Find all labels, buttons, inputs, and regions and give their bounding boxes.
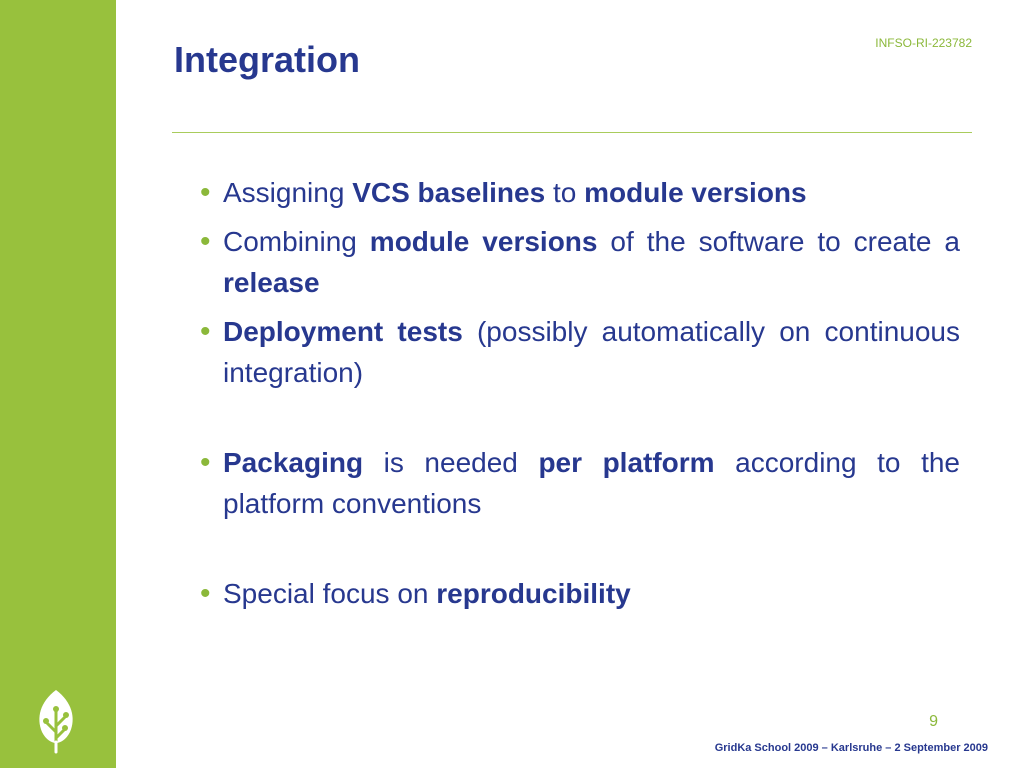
bullet-text: (possibly automatically on continuous in… [223, 316, 960, 388]
bullet-list: • Assigning VCS baselines to module versi… [200, 172, 960, 622]
page-number: 9 [929, 713, 938, 730]
sidebar [0, 0, 116, 768]
slide-title: Integration [174, 39, 360, 80]
bullet-emphasis: VCS baselines [352, 177, 546, 208]
bullet-text: of the software to create a [597, 226, 960, 257]
bullet-emphasis: Deployment tests [223, 316, 463, 347]
bullet-item: • Deployment tests (possibly automaticall… [200, 311, 960, 393]
title-divider [172, 132, 972, 133]
bullet-item: • Special focus on reproducibility [200, 573, 960, 614]
bullet-dot-icon: • [200, 315, 211, 348]
bullet-text: Combining [223, 226, 370, 257]
bullet-emphasis: module versions [584, 177, 807, 208]
bullet-emphasis: Packaging [223, 447, 364, 478]
footer-text: GridKa School 2009 – Karlsruhe – 2 Septe… [714, 742, 988, 754]
bullet-emphasis: module versions [369, 226, 598, 257]
bullet-dot-icon: • [200, 225, 211, 258]
bullet-dot-icon: • [200, 446, 211, 479]
bullet-text: Assigning [223, 177, 353, 208]
bullet-emphasis: release [223, 267, 320, 298]
bullet-text: to [545, 177, 585, 208]
project-id-label: INFSO-RI-223782 [875, 36, 972, 50]
bullet-item: • Packaging is needed per platform accord… [200, 442, 960, 524]
bullet-item: • Combining module versions of the softwa… [200, 221, 960, 303]
bullet-item: • Assigning VCS baselines to module versi… [200, 172, 960, 213]
bullet-dot-icon: • [200, 176, 211, 209]
tree-logo-icon [39, 690, 73, 754]
bullet-dot-icon: • [200, 577, 211, 610]
bullet-emphasis: per platform [538, 447, 715, 478]
bullet-text: according to the platform conventions [223, 447, 960, 519]
bullet-text: Special focus on [223, 578, 437, 609]
bullet-text: is needed [363, 447, 539, 478]
bullet-emphasis: reproducibility [436, 578, 631, 609]
